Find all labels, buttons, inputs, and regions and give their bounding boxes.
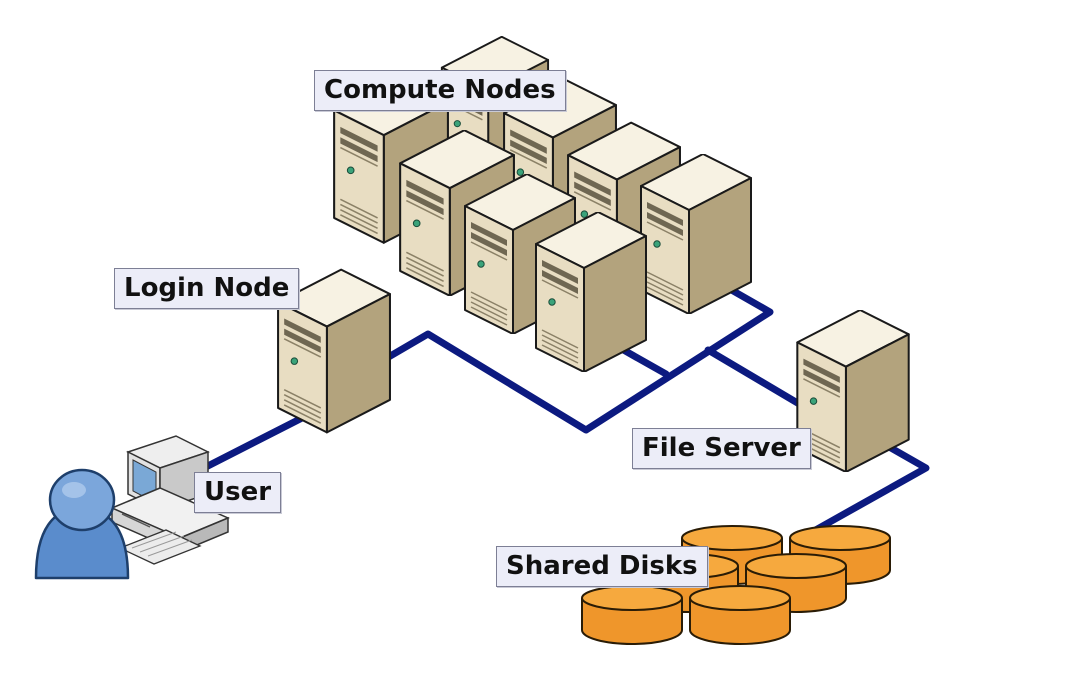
compute-node-8 [534, 212, 648, 372]
link-login-backbone [376, 284, 774, 434]
link-user-login [196, 414, 306, 474]
disk-5 [581, 585, 683, 645]
network-links [196, 284, 930, 536]
shared-disks-label: Shared Disks [496, 546, 708, 587]
user-label: User [194, 472, 282, 513]
compute-node-7 [639, 154, 753, 314]
link-compute-branch [616, 344, 670, 378]
link-fileserver-disks [808, 440, 930, 536]
file-server-label: File Server [632, 428, 811, 469]
file-server-icon [796, 310, 910, 472]
compute-nodes-label: Compute Nodes [314, 70, 566, 111]
disk-6 [689, 585, 791, 645]
link-backbone-fileserver [704, 346, 810, 412]
login-node-label: Login Node [114, 268, 300, 309]
person-icon [34, 468, 130, 580]
